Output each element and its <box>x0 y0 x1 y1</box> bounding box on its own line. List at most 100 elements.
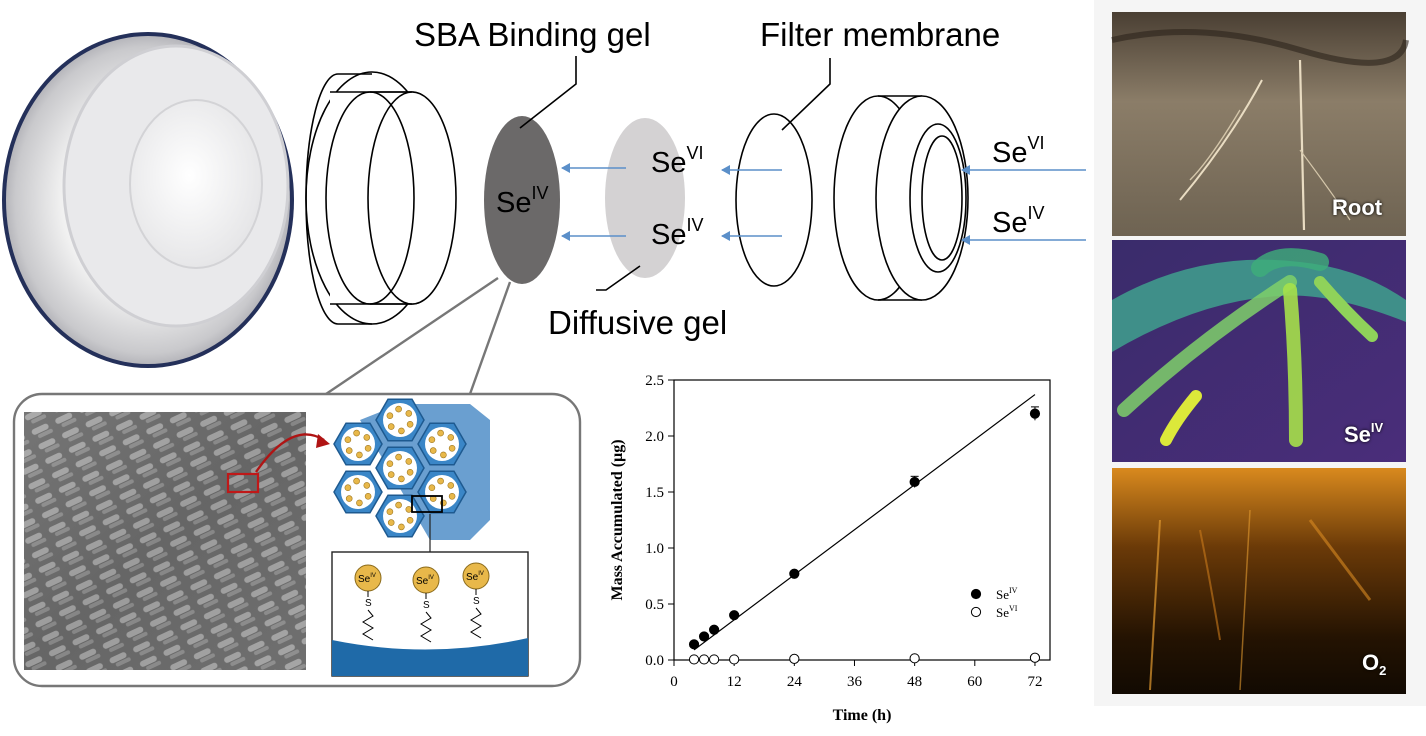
bound-particle <box>356 451 363 459</box>
bound-particle <box>395 453 402 461</box>
bound-particle <box>398 475 405 483</box>
o2-image-panel <box>1112 468 1406 694</box>
leader-filter-membrane <box>781 58 831 131</box>
thiol-s-label: S <box>473 596 480 607</box>
sevi-data-point <box>729 654 740 665</box>
sevi-data-point <box>909 653 920 664</box>
bound-particle <box>386 460 394 468</box>
root-image-panel <box>1111 12 1409 236</box>
sevi-data-point <box>1029 652 1041 663</box>
bound-particle <box>386 412 394 420</box>
dgt-piston-rim <box>305 73 372 325</box>
y-tick-label: 0.5 <box>645 597 664 613</box>
y-tick-label: 2.5 <box>645 373 664 389</box>
linear-fit-line <box>693 394 1036 651</box>
bound-particle <box>395 405 402 413</box>
bound-particle <box>429 447 437 454</box>
diffusive-gel-disc <box>605 118 685 278</box>
x-axis-label: Time (h) <box>833 707 892 724</box>
leader-diffusive-gel <box>596 265 641 291</box>
bound-particle <box>395 501 402 509</box>
thiol-s-label: S <box>423 600 430 611</box>
bound-particle <box>405 458 413 465</box>
bound-particle <box>363 434 371 441</box>
bound-particle <box>437 477 444 485</box>
seiv-data-point <box>729 610 740 621</box>
seiv-data-point <box>1029 408 1041 419</box>
binding-gel-species: SeIV <box>496 183 549 219</box>
dgt-cap-ring <box>833 95 969 301</box>
bound-particle <box>387 519 395 526</box>
bound-particle <box>364 444 372 452</box>
y-tick-label: 0.0 <box>645 653 664 669</box>
seiv-panel-label-sup: IV <box>1370 420 1384 435</box>
bound-particle <box>405 506 413 513</box>
x-tick-label: 72 <box>1027 674 1042 690</box>
bound-particle <box>353 477 360 485</box>
bound-particle <box>406 468 414 476</box>
sba-binding-gel-disc <box>484 116 560 284</box>
bound-particle <box>363 482 371 489</box>
bound-particle <box>428 484 436 492</box>
linker-chain <box>420 611 432 643</box>
seiv-panel-label: SeIV <box>1344 420 1383 448</box>
seiv-data-point <box>698 631 710 642</box>
o2-panel-label: O2 <box>1362 650 1386 678</box>
label-leader-lines <box>519 56 831 291</box>
pore-zoom-box <box>411 495 443 513</box>
o2-panel-label-base: O <box>1362 650 1380 675</box>
y-tick-label: 1.0 <box>645 541 664 557</box>
filter-membrane-disc <box>735 113 813 287</box>
x-tick-label: 12 <box>727 674 742 690</box>
thiol-s-label: S <box>365 598 372 609</box>
bound-particle <box>345 447 353 454</box>
sevi-data-point <box>698 654 710 665</box>
sem-micrograph <box>24 412 330 670</box>
filter-membrane-label: Filter membrane <box>760 16 1001 53</box>
x-tick-label: 0 <box>670 674 678 690</box>
dgt-device-photo <box>2 32 294 368</box>
leader-binding-gel <box>519 56 577 129</box>
inlet-species-iv: SeIV <box>992 203 1045 239</box>
dgt-piston-base <box>305 71 457 325</box>
bound-particle <box>364 492 372 500</box>
bound-particle <box>448 444 456 452</box>
diffusive-gel-label: Diffusive gel <box>548 304 728 341</box>
seiv-data-point <box>789 568 800 579</box>
bound-particle <box>387 423 395 430</box>
y-tick-label: 1.5 <box>645 485 664 501</box>
chart-frame <box>673 379 1051 661</box>
bound-particle <box>428 436 436 444</box>
sba-hexagonal-pores <box>333 398 490 540</box>
flux-arrows <box>561 163 1086 245</box>
sevi-data-point <box>709 654 720 665</box>
sevi-data-point <box>789 653 800 664</box>
sem-highlight-box <box>226 472 260 494</box>
bound-particle <box>440 451 447 459</box>
legend-label: SeIV <box>996 586 1018 602</box>
imaging-panels <box>1094 0 1426 706</box>
seiv-panel-label-base: Se <box>1344 422 1371 447</box>
x-tick-label: 36 <box>847 674 863 690</box>
bound-particle <box>406 516 414 524</box>
bound-particle <box>353 429 360 437</box>
legend-marker <box>970 588 982 600</box>
bound-particle <box>437 429 444 437</box>
root-panel-label: Root <box>1332 195 1383 220</box>
bound-particle <box>356 499 363 507</box>
linker-chain <box>362 609 374 641</box>
o2-panel-label-sub: 2 <box>1379 663 1387 678</box>
diffusive-gel-species-iv: SeIV <box>651 215 704 251</box>
bound-particle <box>406 420 414 428</box>
bound-particle <box>345 495 353 502</box>
y-tick-label: 2.0 <box>645 429 664 445</box>
bound-particle <box>344 484 352 492</box>
seiv-data-point <box>909 476 920 488</box>
x-tick-label: 60 <box>967 674 982 690</box>
bound-particle <box>398 427 405 435</box>
legend-marker <box>970 606 982 618</box>
bound-particle <box>448 492 456 500</box>
